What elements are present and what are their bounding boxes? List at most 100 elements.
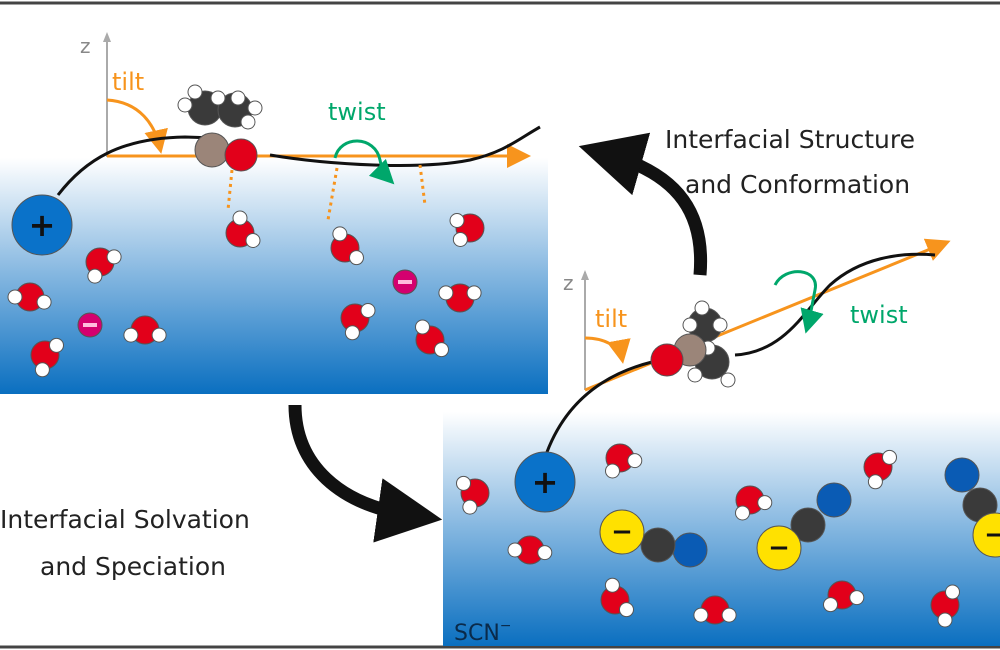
thiocyanate-anion: − bbox=[756, 482, 852, 571]
surfactant-molecule-right bbox=[650, 300, 736, 388]
plus-sign: + bbox=[29, 206, 56, 244]
hydrogen-atom bbox=[682, 317, 698, 333]
cation-atom bbox=[514, 451, 576, 513]
hydrogen-atom bbox=[240, 114, 256, 130]
tilt-label-right: tilt bbox=[595, 305, 627, 333]
hydrogen-atom bbox=[230, 90, 246, 106]
water-molecule bbox=[330, 226, 364, 266]
anion-formula: SCN bbox=[454, 621, 500, 646]
oxygen-atom bbox=[224, 138, 258, 172]
water-molecule bbox=[85, 247, 122, 284]
z-axis-arrowhead bbox=[103, 32, 111, 42]
structure-label-line2: and Conformation bbox=[685, 170, 910, 199]
hydrogen-atom bbox=[712, 317, 728, 333]
cation-headgroup: + bbox=[11, 194, 73, 256]
water-molecule bbox=[225, 210, 261, 248]
hydrogen-atom bbox=[210, 90, 226, 106]
cation-atom bbox=[11, 194, 73, 256]
water-molecule bbox=[600, 577, 634, 618]
hydrogen-atom bbox=[604, 577, 620, 593]
water-molecule bbox=[605, 443, 643, 479]
twist-label-right: twist bbox=[850, 301, 908, 329]
oxygen-atom bbox=[650, 343, 684, 377]
solvation-label-line1: Interfacial Solvation bbox=[0, 505, 250, 534]
left-panel-water bbox=[0, 158, 548, 394]
nitrogen-atom bbox=[672, 532, 708, 568]
anion-label: SCN− bbox=[454, 618, 512, 646]
hydrogen-atom bbox=[881, 449, 897, 465]
z-label-right: z bbox=[563, 271, 574, 295]
water-molecule bbox=[7, 282, 52, 312]
water-molecule bbox=[823, 580, 865, 613]
water-molecule bbox=[415, 319, 449, 358]
hydrogen-atom bbox=[433, 342, 449, 358]
hydrogen-atom bbox=[694, 300, 710, 316]
thiocyanate-anion: − bbox=[599, 509, 708, 568]
hydrogen-atom bbox=[823, 597, 839, 613]
hydrogen-atom bbox=[507, 542, 523, 558]
structure-label-line1: Interfacial Structure bbox=[665, 125, 915, 154]
hydrogen-atom bbox=[247, 100, 263, 116]
hydrogen-atom bbox=[87, 268, 103, 284]
water-molecule bbox=[123, 315, 167, 345]
water-molecule bbox=[735, 485, 773, 521]
arrow-to-solvation bbox=[288, 404, 443, 543]
hydrogen-atom bbox=[360, 303, 376, 318]
halide-anion bbox=[392, 269, 418, 295]
tilt-label-left: tilt bbox=[112, 68, 144, 96]
sulfur-atom bbox=[972, 512, 1000, 558]
hydrogen-atom bbox=[106, 249, 122, 265]
hydrogen-atom bbox=[735, 505, 750, 521]
minus-sign: − bbox=[611, 517, 633, 547]
hydrogen-atom bbox=[232, 210, 248, 226]
hydrogen-atom bbox=[245, 233, 261, 248]
tilt-arc-right bbox=[584, 336, 631, 364]
water-molecule bbox=[507, 535, 553, 565]
nitrogen-atom bbox=[816, 482, 852, 518]
hydrogen-atom bbox=[466, 285, 482, 301]
surfactant-molecule-left bbox=[177, 84, 263, 172]
carbon-atom bbox=[640, 527, 676, 563]
hydrogen-atom bbox=[605, 463, 620, 479]
twist-label-left: twist bbox=[328, 98, 386, 126]
water-molecule bbox=[30, 337, 64, 378]
thiocyanate-anion: − bbox=[944, 457, 1000, 558]
z-axis-arrowhead bbox=[581, 270, 589, 280]
tilt-arc-left bbox=[106, 98, 168, 154]
water-molecule bbox=[863, 449, 897, 490]
hydrogen-atom bbox=[123, 327, 139, 343]
water-molecule bbox=[449, 213, 485, 247]
plus-sign: + bbox=[532, 463, 559, 501]
hydrogen-atom bbox=[332, 226, 348, 242]
hydrogen-atom bbox=[618, 602, 634, 618]
hydrogen-atom bbox=[693, 607, 709, 623]
hydrogen-atom bbox=[48, 337, 64, 353]
twist-arc-right bbox=[773, 270, 824, 334]
anion-charge: − bbox=[500, 618, 512, 634]
hydrogen-atom bbox=[462, 499, 478, 515]
hydrogen-atom bbox=[537, 545, 553, 561]
water-molecule bbox=[456, 475, 490, 515]
hydrogen-atom bbox=[456, 475, 472, 491]
cation-headgroup: + bbox=[514, 451, 576, 513]
hydrogen-atom bbox=[687, 367, 703, 383]
nitrogen-atom bbox=[944, 457, 980, 493]
hydrogen-atom bbox=[937, 612, 953, 628]
hydrogen-atom bbox=[438, 285, 454, 301]
hydrogen-atom bbox=[720, 372, 736, 388]
hydrogen-atom bbox=[627, 453, 643, 469]
hydrogen-atom bbox=[187, 84, 203, 100]
solvation-label-line2: and Speciation bbox=[40, 552, 226, 581]
halide-anion bbox=[77, 312, 103, 338]
z-label-left: z bbox=[80, 34, 91, 58]
hydrogen-atom bbox=[344, 325, 360, 341]
water-molecule bbox=[930, 584, 960, 628]
water-molecule bbox=[340, 303, 376, 341]
hydrogen-atom bbox=[849, 590, 865, 606]
hydrogen-atom bbox=[34, 362, 50, 378]
hydrogen-atom bbox=[36, 294, 52, 310]
minus-sign: − bbox=[768, 533, 790, 563]
carbon-atom bbox=[194, 132, 230, 168]
hydrogen-atom bbox=[721, 607, 737, 623]
